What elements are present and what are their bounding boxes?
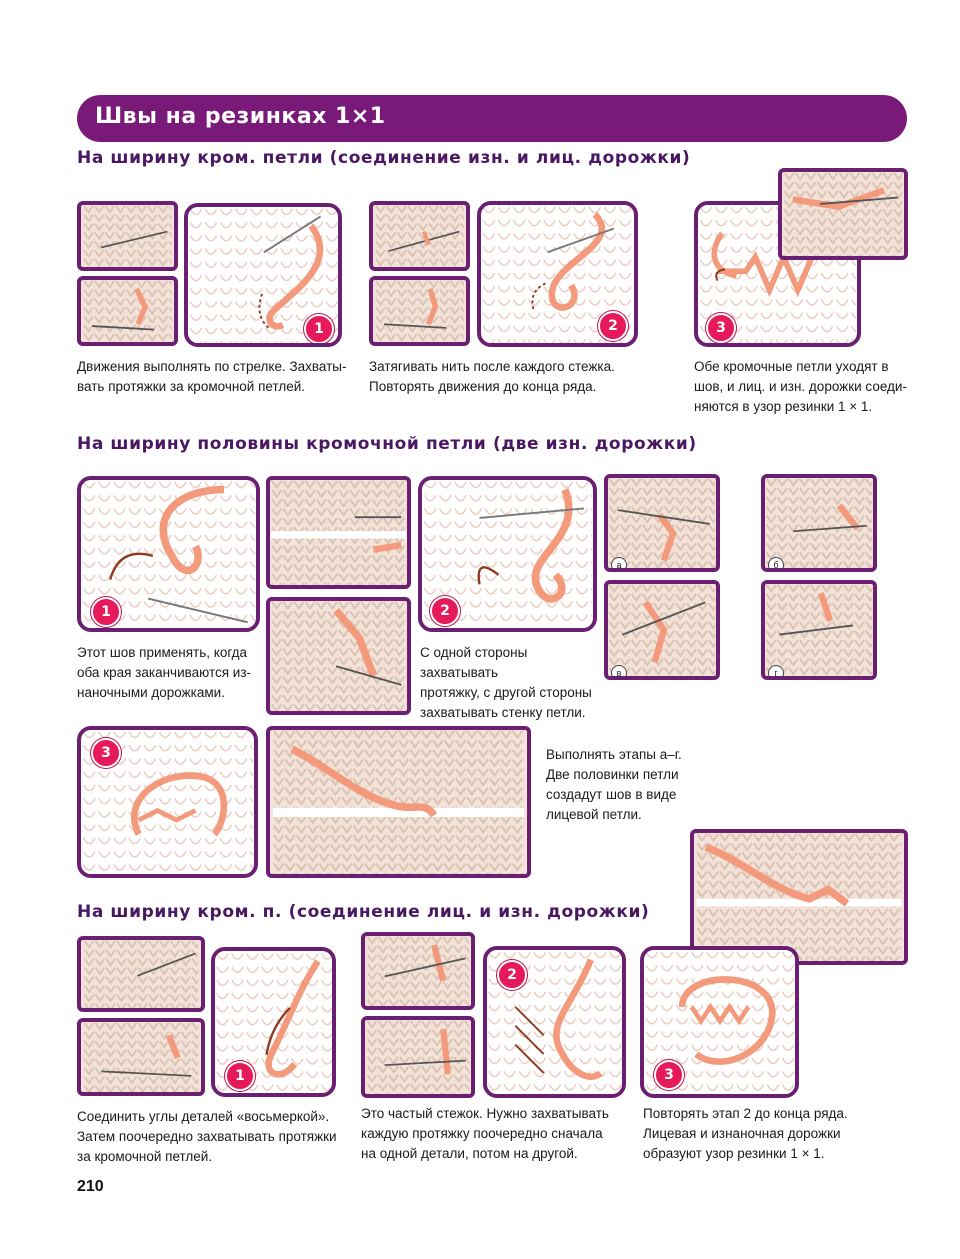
step-badge: 3 — [706, 313, 736, 343]
photo-2-b: б — [761, 474, 877, 572]
chapter-banner: Швы на резинках 1×1 — [77, 95, 907, 142]
caption-1-3: Обе кромочные петли уходят в шов, и лиц.… — [694, 357, 924, 417]
photo-1-1b — [77, 276, 178, 346]
caption-line: создадут шов в виде — [546, 787, 677, 802]
photo-letter-badge: г — [768, 665, 784, 676]
caption-line: Повторять движения до конца ряда. — [369, 379, 597, 394]
step-badge: 2 — [497, 960, 527, 990]
page-number: 210 — [77, 1178, 104, 1195]
photo-1-1a — [77, 201, 178, 271]
caption-line: наночными дорожками. — [77, 685, 225, 700]
photo-1-2b — [369, 276, 470, 346]
caption-line: на одной детали, потом на другой. — [361, 1146, 578, 1161]
photo-letter-badge: а — [611, 557, 627, 568]
caption-line: Затем поочередно захватывать протяжки — [77, 1129, 337, 1144]
caption-3-2: Это частый стежок. Нужно захватывать каж… — [361, 1104, 636, 1164]
diagram-1-3: 3 — [694, 201, 861, 347]
photo-3-1a — [77, 936, 205, 1012]
caption-2-3: Выполнять этапы а–г. Две половинки петли… — [546, 745, 696, 825]
diagram-2-1: 1 — [77, 476, 260, 632]
caption-line: Затягивать нить после каждого стежка. — [369, 359, 615, 374]
step-badge: 1 — [91, 597, 121, 627]
section-title-2: На ширину половины кромочной петли (две … — [77, 434, 697, 454]
photo-3-2a — [361, 932, 475, 1010]
caption-3-3: Повторять этап 2 до конца ряда. Лицевая … — [643, 1104, 903, 1164]
photo-2-d: г — [761, 580, 877, 680]
caption-line: захватывать стенку петли. — [420, 705, 586, 720]
caption-2-2: С одной стороны захватывать протяжку, с … — [420, 643, 605, 723]
caption-3-1: Соединить углы деталей «восьмеркой». Зат… — [77, 1107, 357, 1167]
photo-1-2a — [369, 201, 470, 271]
photo-letter-badge: б — [768, 557, 784, 568]
caption-line: вать протяжки за кромочной петлей. — [77, 379, 306, 394]
photo-2-1a — [266, 476, 411, 589]
caption-line: Обе кромочные петли уходят в — [694, 359, 889, 374]
photo-1-3-inset — [778, 168, 908, 260]
caption-line: протяжку, с другой стороны — [420, 685, 592, 700]
caption-line: Лицевая и изнаночная дорожки — [643, 1126, 841, 1141]
caption-line: Соединить углы деталей «восьмеркой». — [77, 1109, 330, 1124]
diagram-3-2: 2 — [483, 946, 626, 1098]
photo-3-1b — [77, 1018, 205, 1096]
step-badge: 1 — [304, 314, 334, 343]
diagram-3-1: 1 — [211, 947, 336, 1097]
caption-line: Выполнять этапы а–г. — [546, 747, 682, 762]
photo-2-3 — [266, 726, 531, 878]
photo-2-c: в — [604, 580, 720, 680]
diagram-1-2: 2 — [477, 201, 638, 347]
chapter-title: Швы на резинках 1×1 — [95, 104, 386, 129]
diagram-1-1: 1 — [184, 203, 342, 347]
caption-line: каждую протяжку поочередно сначала — [361, 1126, 603, 1141]
caption-1-1: Движения выполнять по стрелке. Захваты- … — [77, 357, 357, 397]
photo-letter-badge: в — [611, 665, 627, 676]
caption-line: оба края заканчиваются из- — [77, 665, 252, 680]
photo-3-3-inset — [690, 829, 908, 965]
caption-line: за кромочной петлей. — [77, 1149, 213, 1164]
step-badge: 1 — [225, 1061, 255, 1091]
caption-line: Две половинки петли — [546, 767, 679, 782]
caption-line: лицевой петли. — [546, 807, 642, 822]
caption-line: Повторять этап 2 до конца ряда. — [643, 1106, 848, 1121]
diagram-3-3: 3 — [640, 946, 799, 1098]
caption-line: С одной стороны захватывать — [420, 645, 528, 680]
step-badge: 3 — [91, 738, 121, 768]
section-title-3: На ширину кром. п. (соединение лиц. и из… — [77, 902, 650, 922]
photo-2-a: а — [604, 474, 720, 572]
caption-2-1: Этот шов применять, когда оба края закан… — [77, 643, 262, 703]
photo-2-1b — [266, 597, 411, 715]
caption-line: шов, и лиц. и изн. дорожки соеди- — [694, 379, 907, 394]
diagram-2-2: 2 — [418, 476, 597, 632]
step-badge: 2 — [430, 596, 460, 626]
step-badge: 3 — [654, 1060, 684, 1090]
caption-1-2: Затягивать нить после каждого стежка. По… — [369, 357, 649, 397]
caption-line: образуют узор резинки 1 × 1. — [643, 1146, 825, 1161]
diagram-2-3: 3 — [77, 726, 258, 878]
section-title-1: На ширину кром. петли (соединение изн. и… — [77, 148, 691, 168]
caption-line: Это частый стежок. Нужно захватывать — [361, 1106, 609, 1121]
photo-3-2b — [361, 1016, 475, 1098]
step-badge: 2 — [598, 311, 628, 341]
caption-line: Этот шов применять, когда — [77, 645, 248, 660]
caption-line: Движения выполнять по стрелке. Захваты- — [77, 359, 347, 374]
caption-line: няются в узор резинки 1 × 1. — [694, 399, 873, 414]
